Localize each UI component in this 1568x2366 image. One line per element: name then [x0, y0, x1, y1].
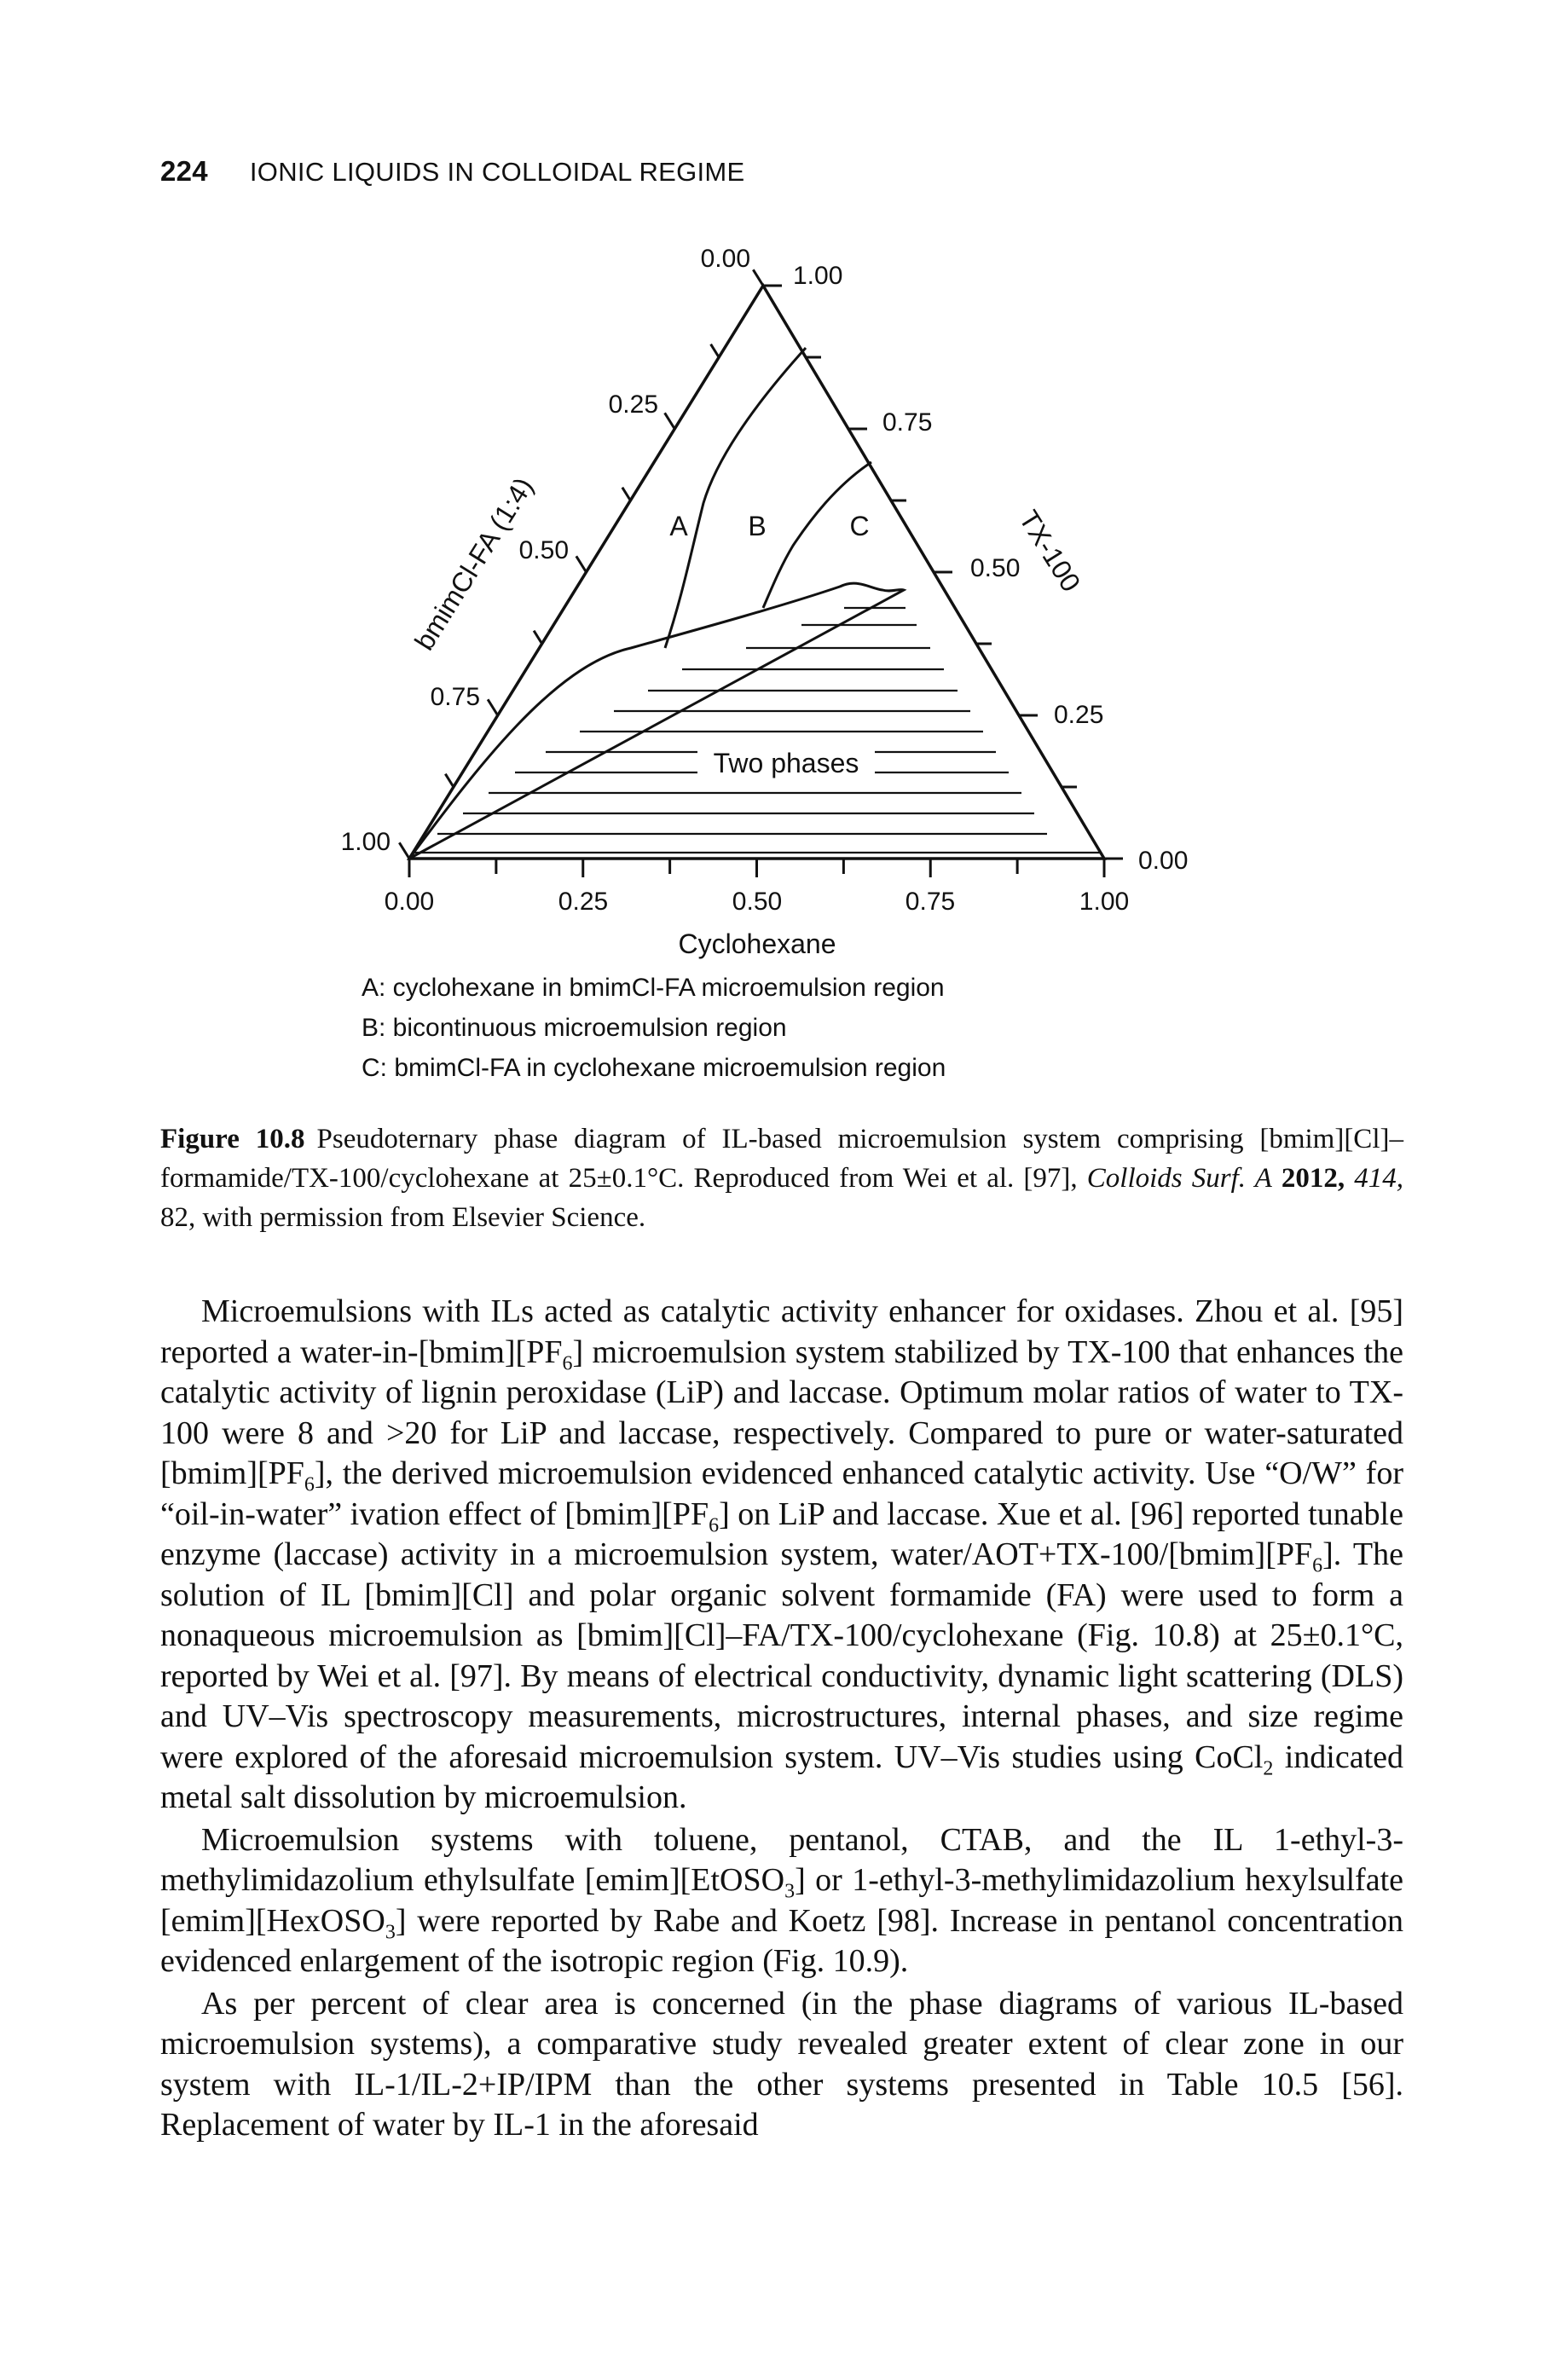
running-title: IONIC LIQUIDS IN COLLOIDAL REGIME — [249, 157, 745, 187]
bottom-tick-label: 0.50 — [732, 888, 782, 916]
running-header: 224 IONIC LIQUIDS IN COLLOIDAL REGIME — [160, 155, 745, 188]
ternary-phase-diagram: 0.00 0.25 0.50 0.75 1.00 0.00 0.25 0.50 … — [341, 245, 1189, 959]
left-tick — [621, 486, 632, 501]
text-run: ]. The solution of IL [bmim][Cl] and pol… — [160, 1536, 1404, 1775]
legend-item: C: bmimCl-FA in cyclohexane microemulsio… — [362, 1054, 946, 1082]
page-number: 224 — [160, 155, 208, 187]
text-run: Microemulsion systems with toluene, pent… — [160, 1821, 1403, 1899]
region-label-b: B — [748, 511, 766, 541]
two-phases-label-bg — [697, 744, 875, 782]
binodal-curve — [408, 581, 907, 860]
right-tick-label: 0.75 — [882, 408, 932, 437]
left-tick — [752, 269, 765, 286]
subscript: 3 — [784, 1880, 796, 1903]
left-tick-label: 0.00 — [701, 245, 750, 273]
two-phases-label: Two phases — [714, 748, 859, 778]
subscript: 3 — [385, 1921, 396, 1944]
text-run: ] on LiP and laccase. Xue et al. [96] re… — [160, 1495, 1403, 1573]
text-run: ] microemulsion system stabilized by TX-… — [160, 1333, 1403, 1492]
bottom-tick-label: 1.00 — [1079, 888, 1129, 916]
left-tick — [398, 842, 411, 859]
x-axis-title: Cyclohexane — [679, 928, 836, 959]
subscript: 6 — [1312, 1554, 1323, 1577]
region-label-a: A — [669, 511, 688, 541]
left-tick-label: 0.75 — [431, 683, 480, 711]
left-tick — [532, 629, 543, 645]
figure-label: Figure 10.8 — [160, 1124, 305, 1154]
left-tick — [444, 772, 455, 788]
boundary-b-c — [761, 460, 872, 609]
figure-legend: A: cyclohexane in bmimCl-FA microemulsio… — [362, 968, 946, 1088]
right-tick-label: 0.25 — [1054, 701, 1103, 729]
subscript: 6 — [304, 1473, 315, 1496]
subscript: 2 — [1263, 1757, 1274, 1780]
tie-lines — [414, 606, 1102, 854]
caption-year: 2012, — [1281, 1163, 1345, 1194]
left-tick-label: 0.25 — [609, 390, 658, 419]
text-run: Microemulsions with ILs acted as catalyt… — [160, 1293, 1403, 1370]
legend-item: B: bicontinuous microemulsion region — [362, 1014, 787, 1042]
bottom-tick-label: 0.25 — [558, 888, 608, 916]
paragraph: Microemulsions with ILs acted as catalyt… — [160, 1292, 1403, 1819]
text-run: ], the derived microemulsion evidenced e… — [160, 1455, 1403, 1532]
axis-ticks — [398, 269, 1123, 877]
right-tick-label: 0.50 — [970, 554, 1020, 582]
region-label-c: C — [849, 511, 869, 541]
left-tick-label: 1.00 — [341, 828, 391, 856]
left-tick — [663, 412, 676, 430]
text-run: indicated metal salt dissolution by micr… — [160, 1738, 1403, 1816]
text-run: ] or 1-ethyl-3-methylimidazolium hexylsu… — [160, 1862, 1403, 1939]
subscript: 6 — [562, 1352, 573, 1375]
body-text: Microemulsions with ILs acted as catalyt… — [160, 1292, 1403, 2148]
bottom-tick-label: 0.75 — [906, 888, 955, 916]
subscript: 6 — [709, 1514, 720, 1537]
text-run: As per percent of clear area is concerne… — [160, 1985, 1403, 2143]
left-tick — [486, 698, 500, 716]
caption-text-end: 82, with permission from Elsevier Scienc… — [160, 1202, 646, 1233]
left-tick-label: 0.50 — [519, 536, 569, 564]
paragraph: As per percent of clear area is concerne… — [160, 1984, 1403, 2146]
two-phase-region — [408, 581, 1102, 860]
bottom-tick-label: 0.00 — [385, 888, 434, 916]
caption-volume: 414, — [1354, 1163, 1404, 1194]
boundary-a-b — [663, 346, 807, 649]
left-tick — [575, 555, 587, 573]
right-tick-label: 1.00 — [793, 262, 842, 290]
paragraph: Microemulsion systems with toluene, pent… — [160, 1820, 1403, 1982]
text-run: ] were reported by Rabe and Koetz [98]. … — [160, 1902, 1403, 1980]
right-tick-label: 0.00 — [1138, 847, 1188, 875]
caption-text: Pseudoternary phase diagram of IL-based … — [160, 1124, 1403, 1194]
right-axis-title: TX-100 — [1013, 505, 1086, 597]
legend-item: A: cyclohexane in bmimCl-FA microemulsio… — [362, 974, 945, 1002]
caption-journal: Colloids Surf. A — [1086, 1163, 1272, 1194]
left-tick — [709, 343, 720, 358]
